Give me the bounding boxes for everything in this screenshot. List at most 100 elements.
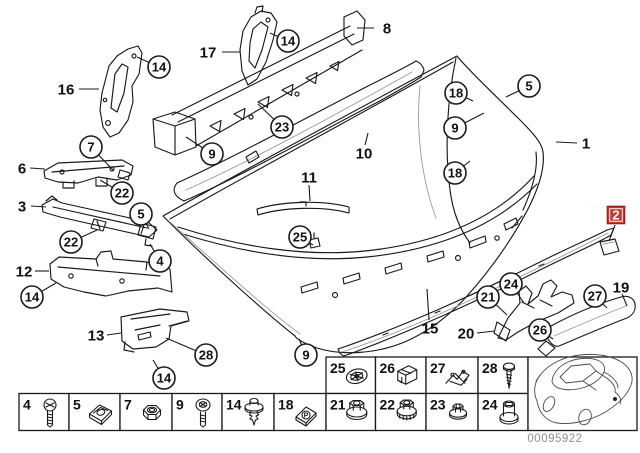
part-2-cover-drawing bbox=[599, 238, 620, 256]
fastener-label-23[interactable]: 23 bbox=[430, 397, 446, 413]
svg-text:5: 5 bbox=[137, 207, 144, 222]
fastener-cell-18: 18P bbox=[273, 392, 327, 432]
fastener-label-9[interactable]: 9 bbox=[176, 397, 184, 413]
svg-text:19: 19 bbox=[613, 280, 630, 297]
fastener-label-25[interactable]: 25 bbox=[330, 360, 346, 376]
callout-27[interactable]: 27 bbox=[583, 284, 608, 309]
svg-text:8: 8 bbox=[383, 21, 391, 38]
callout-15[interactable]: 15 bbox=[422, 288, 439, 338]
fastener-label-14[interactable]: 14 bbox=[226, 397, 242, 413]
fastener-label-4[interactable]: 4 bbox=[23, 397, 31, 413]
fastener-label-7[interactable]: 7 bbox=[124, 397, 132, 413]
callout-13[interactable]: 13 bbox=[88, 328, 122, 345]
callout-5[interactable]: 5 bbox=[505, 74, 541, 98]
svg-text:9: 9 bbox=[208, 147, 215, 162]
callout-6[interactable]: 6 bbox=[18, 161, 46, 178]
fastener-label-24[interactable]: 24 bbox=[482, 397, 498, 413]
callout-4[interactable]: 4 bbox=[148, 243, 172, 273]
callout-3[interactable]: 3 bbox=[18, 199, 47, 216]
svg-text:18: 18 bbox=[448, 166, 462, 181]
part-location-dot bbox=[613, 397, 617, 401]
svg-text:7: 7 bbox=[87, 140, 94, 155]
part-6-bracket-drawing bbox=[43, 159, 134, 189]
callout-22[interactable]: 22 bbox=[99, 179, 134, 205]
fastener-label-22[interactable]: 22 bbox=[380, 397, 396, 413]
callout-2[interactable]: 2 bbox=[606, 205, 626, 242]
callout-5[interactable]: 5 bbox=[129, 202, 153, 230]
part-15-strip-drawing bbox=[337, 227, 615, 357]
svg-text:25: 25 bbox=[293, 230, 307, 245]
svg-text:12: 12 bbox=[16, 264, 33, 281]
part-16-bracket-drawing bbox=[99, 45, 143, 138]
svg-text:P: P bbox=[304, 413, 309, 420]
svg-text:9: 9 bbox=[302, 348, 309, 363]
svg-text:28: 28 bbox=[199, 348, 213, 363]
callout-22[interactable]: 22 bbox=[59, 229, 98, 254]
callout-8[interactable]: 8 bbox=[357, 21, 391, 38]
callout-14[interactable]: 14 bbox=[152, 359, 176, 390]
fastener-cell-21: 21 bbox=[325, 392, 377, 432]
fastener-label-18[interactable]: 18 bbox=[278, 397, 294, 413]
callout-9[interactable]: 9 bbox=[185, 136, 224, 166]
fastener-label-27[interactable]: 27 bbox=[430, 360, 446, 376]
callout-18[interactable]: 18 bbox=[443, 160, 471, 185]
callout-14[interactable]: 14 bbox=[20, 282, 57, 309]
callout-28[interactable]: 28 bbox=[165, 337, 218, 367]
callout-9[interactable]: 9 bbox=[443, 112, 485, 140]
svg-text:4: 4 bbox=[156, 254, 164, 269]
callout-21[interactable]: 21 bbox=[476, 285, 508, 316]
callout-10[interactable]: 10 bbox=[356, 132, 373, 163]
grommet-icon bbox=[345, 368, 368, 385]
fastener-label-21[interactable]: 21 bbox=[330, 397, 346, 413]
fastener-cell-7: 7 bbox=[119, 392, 173, 432]
fastener-label-28[interactable]: 28 bbox=[482, 360, 498, 376]
part-13-bracket-drawing bbox=[120, 308, 190, 353]
callout-9[interactable]: 9 bbox=[294, 338, 318, 367]
part-8-impact-bar-drawing bbox=[152, 10, 366, 156]
callout-14[interactable]: 14 bbox=[136, 55, 171, 79]
svg-text:21: 21 bbox=[481, 290, 495, 305]
svg-text:22: 22 bbox=[115, 186, 129, 201]
rivet-icon bbox=[244, 397, 264, 426]
fastener-cell-9: 9 bbox=[171, 392, 223, 432]
svg-text:27: 27 bbox=[588, 289, 602, 304]
part-3-rail-drawing bbox=[41, 195, 158, 247]
part-1-bumper-cover-drawing bbox=[162, 55, 544, 354]
part-11-strip-drawing bbox=[256, 201, 350, 216]
fastener-label-5[interactable]: 5 bbox=[73, 397, 81, 413]
speed-nut-icon bbox=[88, 404, 113, 426]
screw-torx-icon bbox=[195, 398, 211, 428]
svg-text:24: 24 bbox=[504, 277, 519, 292]
svg-text:14: 14 bbox=[157, 371, 172, 386]
callout-14[interactable]: 14 bbox=[269, 29, 300, 53]
callout-16[interactable]: 16 bbox=[58, 82, 99, 99]
fastener-cell-4: 4 bbox=[18, 392, 70, 432]
svg-text:3: 3 bbox=[18, 199, 26, 216]
screw-oval-icon bbox=[43, 398, 57, 428]
callout-7[interactable]: 7 bbox=[79, 135, 114, 171]
callout-11[interactable]: 11 bbox=[301, 170, 317, 202]
tapping-screw-icon bbox=[502, 362, 516, 389]
fastener-label-26[interactable]: 26 bbox=[380, 360, 396, 376]
flange-nut-icon bbox=[346, 399, 368, 421]
sleeve-nut-icon bbox=[499, 400, 519, 425]
callout-12[interactable]: 12 bbox=[16, 264, 49, 281]
callout-20[interactable]: 20 bbox=[458, 326, 496, 343]
exploded-parts-artwork bbox=[41, 5, 636, 357]
svg-text:11: 11 bbox=[301, 170, 317, 187]
callout-19[interactable]: 19 bbox=[613, 280, 630, 307]
callout-23[interactable]: 23 bbox=[257, 103, 294, 139]
callout-18[interactable]: 18 bbox=[444, 81, 474, 105]
callout-26[interactable]: 26 bbox=[528, 318, 554, 342]
callout-25[interactable]: 25 bbox=[288, 225, 314, 249]
diagram-number: 00095922 bbox=[527, 433, 582, 445]
callout-24[interactable]: 24 bbox=[499, 272, 525, 304]
callout-1[interactable]: 1 bbox=[555, 136, 590, 153]
car-cell-frame bbox=[527, 356, 638, 432]
car-locator-thumbnail bbox=[534, 353, 633, 426]
svg-text:14: 14 bbox=[152, 60, 167, 75]
callout-17[interactable]: 17 bbox=[200, 45, 240, 62]
fastener-cell-27: 27 bbox=[425, 356, 479, 395]
svg-text:16: 16 bbox=[58, 82, 75, 99]
